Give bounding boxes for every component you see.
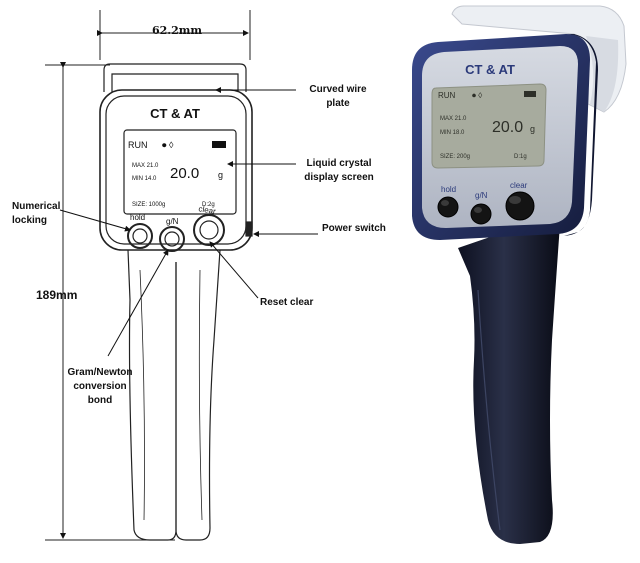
photo-clear-button bbox=[505, 191, 535, 221]
drawing-min-text: MIN 14.0 bbox=[132, 176, 157, 182]
photo-reading-text: 20.0 bbox=[492, 119, 523, 136]
photo-gn-button bbox=[470, 203, 492, 225]
photo-division-text: D:1g bbox=[514, 154, 527, 160]
drawing-clear-label: clear bbox=[198, 204, 217, 216]
device-photo bbox=[412, 5, 627, 544]
wire-plate-outline bbox=[103, 63, 247, 92]
callout-numerical-locking-line2: locking bbox=[12, 215, 48, 226]
drawing-gn-label: g/N bbox=[166, 217, 179, 226]
photo-unit-text: g bbox=[530, 124, 535, 134]
photo-size-text: SIZE: 200g bbox=[440, 154, 470, 160]
photo-status-text: RUN bbox=[438, 91, 456, 100]
drawing-reading-text: 20.0 bbox=[170, 165, 199, 182]
width-dimension-label: 62.2mm bbox=[152, 24, 203, 37]
line-drawing bbox=[45, 10, 253, 541]
wire-plate-inner bbox=[111, 73, 239, 92]
drawing-status-icons: ⏺ ◊ bbox=[162, 140, 174, 150]
callout-reset-clear: Reset clear bbox=[260, 297, 314, 308]
drawing-division-text: D:2g bbox=[202, 202, 215, 208]
callout-wire-plate-line1: Curved wire bbox=[309, 84, 367, 95]
photo-head-side bbox=[564, 34, 598, 236]
height-dimension-label: 189mm bbox=[36, 288, 78, 302]
callout-wire-plate-line2: plate bbox=[326, 98, 350, 109]
photo-battery-icon bbox=[524, 91, 536, 97]
screen-outline bbox=[123, 129, 237, 215]
callout-wire-plate: Curved wire plate bbox=[298, 83, 378, 111]
handle-right-outline bbox=[175, 249, 221, 541]
drawing-battery-icon bbox=[212, 141, 226, 148]
callout-lcd: Liquid crystal display screen bbox=[296, 157, 382, 185]
photo-handle-highlight bbox=[477, 289, 501, 531]
drawing-unit-text: g bbox=[218, 170, 223, 180]
callout-gram-newton-line3: bond bbox=[87, 395, 113, 406]
callout-gram-newton-line1: Gram/Newton bbox=[67, 367, 133, 378]
clear-button-drawing bbox=[193, 214, 225, 246]
callout-numerical-locking: Numerical locking bbox=[12, 200, 72, 228]
gn-button-drawing bbox=[159, 226, 185, 252]
drawing-status-text: RUN bbox=[128, 140, 148, 150]
photo-max-text: MAX 21.0 bbox=[440, 116, 467, 122]
reset-clear-leader bbox=[209, 241, 259, 299]
photo-handle bbox=[458, 224, 560, 544]
callout-lcd-line1: Liquid crystal bbox=[306, 158, 372, 169]
numerical-locking-leader bbox=[59, 209, 131, 232]
drawing-brand-text: CT & AT bbox=[150, 106, 200, 121]
photo-wire-plate-shade bbox=[586, 36, 619, 112]
callout-gram-newton: Gram/Newton conversion bond bbox=[60, 366, 140, 408]
head-inner bbox=[105, 95, 247, 245]
photo-clear-label: clear bbox=[510, 181, 528, 190]
handle-groove-right bbox=[198, 269, 203, 521]
drawing-size-text: SIZE: 1000g bbox=[132, 202, 165, 208]
callout-lcd-line2: display screen bbox=[304, 172, 374, 183]
hold-button-drawing bbox=[127, 223, 153, 249]
drawing-hold-label: hold bbox=[130, 213, 145, 222]
photo-status-icons: ⏺ ◊ bbox=[472, 91, 482, 100]
handle-left-outline bbox=[127, 249, 177, 541]
drawing-max-text: MAX 21.0 bbox=[132, 163, 159, 169]
callout-power-switch: Power switch bbox=[322, 223, 386, 234]
handle-groove-left bbox=[139, 269, 145, 521]
photo-hold-button bbox=[437, 196, 459, 218]
callout-numerical-locking-line1: Numerical bbox=[12, 201, 61, 212]
photo-gn-label: g/N bbox=[475, 191, 488, 200]
callout-gram-newton-line2: conversion bbox=[73, 381, 127, 392]
photo-min-text: MIN 18.0 bbox=[440, 130, 465, 136]
photo-brand-text: CT & AT bbox=[465, 62, 515, 77]
power-switch-drawing bbox=[245, 221, 253, 237]
photo-hold-label: hold bbox=[441, 185, 456, 194]
photo-screen bbox=[431, 83, 547, 169]
callout-lines bbox=[59, 87, 318, 357]
gram-newton-leader bbox=[107, 249, 169, 357]
